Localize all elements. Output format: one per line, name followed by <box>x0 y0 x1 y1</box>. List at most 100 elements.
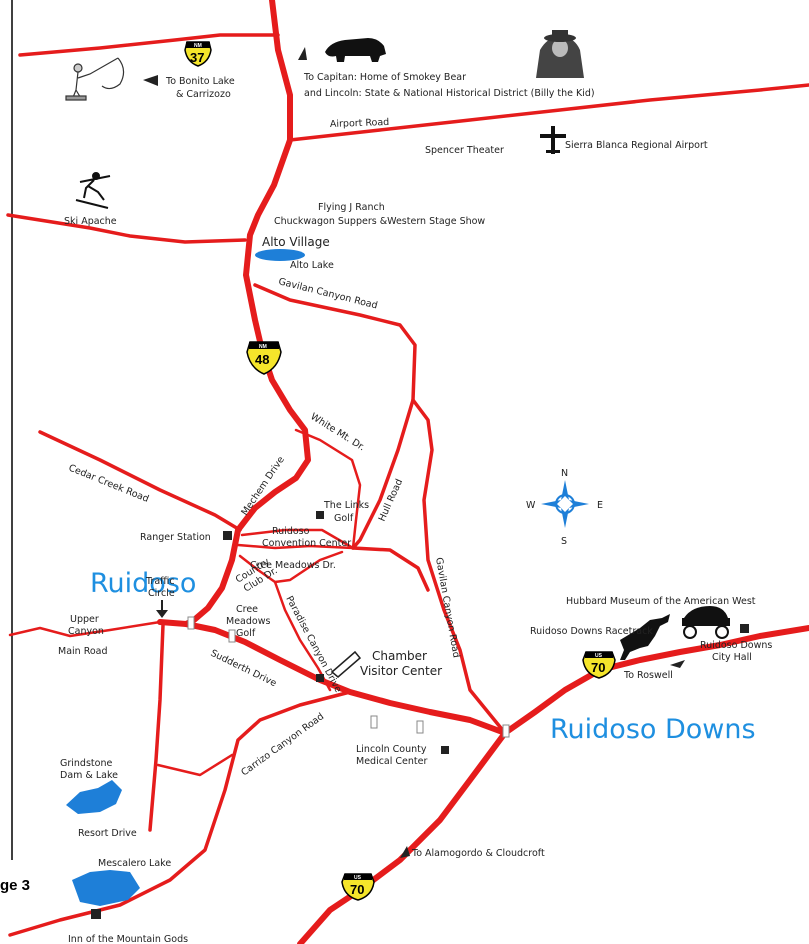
label-cedar-creek: Cedar Creek Road <box>67 463 151 505</box>
compass-s: S <box>561 536 567 547</box>
label-links-1: The Links <box>323 500 369 511</box>
label-bonito-2: & Carrizozo <box>176 89 231 100</box>
label-grindstone-1: Grindstone <box>60 758 112 769</box>
links-golf-marker <box>316 511 324 519</box>
shield-us70-east-number: 70 <box>591 660 605 675</box>
road-ski-apache <box>6 213 247 244</box>
road-gavilan-lower <box>411 398 507 735</box>
road-nm48 <box>183 0 311 627</box>
label-alto-lake: Alto Lake <box>290 260 334 271</box>
roswell-arrow-icon <box>670 660 685 668</box>
road-country-club <box>238 550 344 584</box>
label-mescalero: Mescalero Lake <box>98 858 171 869</box>
fishing-icon <box>65 57 125 101</box>
label-ranger-station: Ranger Station <box>140 532 211 543</box>
label-hubbard: Hubbard Museum of the American West <box>566 596 756 607</box>
road-hull-link <box>351 546 430 592</box>
svg-text:NM: NM <box>259 344 267 350</box>
inn-marker <box>91 909 101 919</box>
compass-w: W <box>526 500 536 511</box>
label-sierra-blanca: Sierra Blanca Regional Airport <box>565 140 708 151</box>
road-us70-south <box>297 730 508 944</box>
label-gavilan-upper: Gavilan Canyon Road <box>277 276 378 311</box>
bear-icon <box>325 38 386 62</box>
label-racetrack: Ruidoso Downs Racetrack <box>530 626 653 637</box>
label-lincoln-med-1: Lincoln County <box>356 744 427 755</box>
compass-n: N <box>561 468 568 479</box>
label-upper-1: Upper <box>70 614 99 625</box>
label-spencer: Spencer Theater <box>425 145 504 156</box>
label-cree-golf-3: Golf <box>236 628 256 639</box>
chamber-marker <box>316 674 324 682</box>
label-gavilan-mid: Gavilan Canyon Road <box>433 557 462 659</box>
label-ruidoso: Ruidoso <box>90 568 196 599</box>
label-cree-meadows-dr: Cree Meadows Dr. <box>250 560 336 571</box>
label-chamber-1: Chamber <box>372 649 427 663</box>
label-conv-1: Ruidoso <box>272 526 310 537</box>
airplane-icon <box>540 126 566 154</box>
shield-nm37: NM 37 <box>184 41 212 67</box>
shield-nm48: NM 48 <box>246 341 282 375</box>
label-airport-road: Airport Road <box>330 117 390 130</box>
label-city-hall-2: City Hall <box>712 652 752 663</box>
label-white-mt: White Mt. Dr. <box>308 411 366 453</box>
compass-rose-icon: N S W E <box>526 468 603 547</box>
label-resort-drive: Resort Drive <box>78 828 137 839</box>
road-convention <box>240 528 355 550</box>
shield-nm37-number: 37 <box>190 50 204 65</box>
road-resort-drive <box>148 623 165 832</box>
road-carrizo <box>8 690 352 937</box>
skier-icon <box>75 172 111 209</box>
label-main-road: Main Road <box>58 646 108 657</box>
label-carrizo: Carrizo Canyon Road <box>239 711 326 778</box>
page-label: ge 3 <box>0 877 30 894</box>
label-cree-golf-2: Meadows <box>226 616 270 627</box>
road-airport <box>288 83 809 142</box>
alamogordo-arrow-icon <box>400 846 410 858</box>
road-us70 <box>157 619 809 736</box>
road-gavilan-upper <box>253 283 417 550</box>
compass-e: E <box>597 500 603 511</box>
label-chamber-2: Visitor Center <box>360 664 442 678</box>
traffic-circle-arrow <box>156 600 168 618</box>
road-grindstone <box>156 753 234 777</box>
label-conv-2: Convention Center <box>262 538 351 549</box>
label-traffic-1: Traffic <box>145 576 175 587</box>
label-bonito-1: To Bonito Lake <box>165 76 235 87</box>
portrait-icon <box>536 30 584 78</box>
label-lincoln-med-2: Medical Center <box>356 756 427 767</box>
label-inn: Inn of the Mountain Gods <box>68 934 188 944</box>
label-links-2: Golf <box>334 513 354 524</box>
bonito-arrow-icon <box>143 75 158 86</box>
road-cree-meadows-dr <box>236 543 355 550</box>
label-upper-2: Canyon <box>68 626 104 637</box>
water-bodies <box>66 249 305 906</box>
road-upper-canyon <box>8 620 162 638</box>
chamber-arrow-icon <box>330 650 362 678</box>
shield-nm48-number: 48 <box>255 352 269 367</box>
label-traffic-2: Circle <box>148 588 175 599</box>
shield-us70-east: US 70 <box>582 651 616 679</box>
label-flying-j-2: Chuckwagon Suppers &Western Stage Show <box>274 216 485 227</box>
ranger-station-marker <box>223 531 232 540</box>
label-cree-golf-1: Cree <box>236 604 258 615</box>
roads <box>6 0 809 944</box>
label-alamogordo: To Alamogordo & Cloudcroft <box>411 848 545 859</box>
lincoln-medical-marker <box>441 746 449 754</box>
label-to-roswell: To Roswell <box>623 670 673 681</box>
label-capitan-1: To Capitan: Home of Smokey Bear <box>303 72 466 83</box>
capitan-arrow-icon <box>298 47 307 60</box>
label-capitan-2: and Lincoln: State & National Historical… <box>304 88 595 99</box>
road-white-mt <box>294 428 362 550</box>
road-nm37 <box>18 33 280 57</box>
bridge-markers <box>187 616 510 738</box>
alto-lake <box>255 249 305 261</box>
road-cedar-creek <box>38 430 242 532</box>
label-alto-village: Alto Village <box>262 235 330 249</box>
label-grindstone-2: Dam & Lake <box>60 770 118 781</box>
shield-us70-south: US 70 <box>341 873 375 901</box>
shield-us70-south-number: 70 <box>350 882 364 897</box>
label-flying-j-1: Flying J Ranch <box>318 202 385 213</box>
racehorse-icon <box>620 614 670 660</box>
